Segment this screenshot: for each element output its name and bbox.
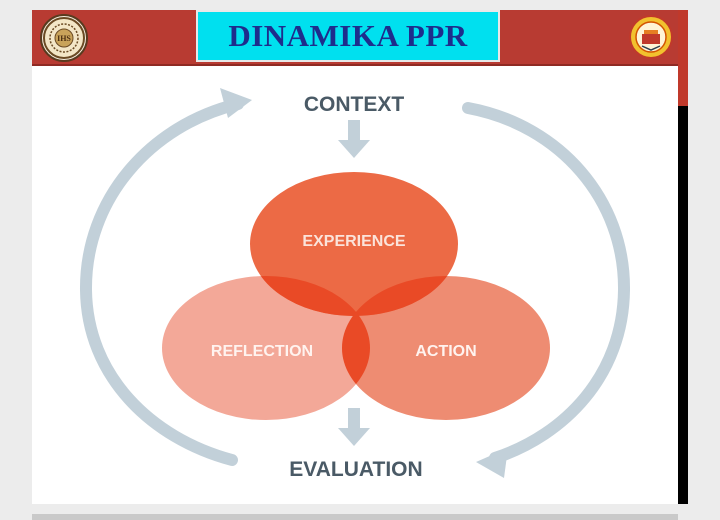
ihs-seal-logo-icon: IHS	[40, 14, 88, 62]
page-title: DINAMIKA PPR	[228, 18, 468, 53]
right-cycle-arrowhead	[476, 448, 508, 478]
context-label: CONTEXT	[304, 93, 405, 116]
school-emblem-logo-icon	[628, 14, 674, 60]
right-edge-shadow	[678, 106, 688, 504]
reflection-label: REFLECTION	[211, 343, 313, 360]
experience-circle	[250, 172, 458, 316]
evaluation-down-arrow-head	[338, 428, 370, 446]
context-down-arrow-shaft	[348, 120, 360, 142]
right-edge-strip	[678, 10, 688, 106]
action-label: ACTION	[415, 343, 476, 360]
ihs-logo-text: IHS	[57, 34, 71, 43]
left-cycle-arrow	[79, 98, 244, 466]
left-cycle-arrowhead	[220, 88, 252, 118]
right-cycle-arrow	[462, 102, 631, 464]
experience-label: EXPERIENCE	[302, 233, 405, 250]
evaluation-label: EVALUATION	[289, 458, 422, 481]
action-circle	[342, 276, 550, 420]
reflection-circle	[162, 276, 370, 420]
evaluation-down-arrow-shaft	[348, 408, 360, 430]
context-down-arrow-head	[338, 140, 370, 158]
bottom-edge-strip	[32, 514, 678, 520]
title-box: DINAMIKA PPR	[196, 10, 500, 62]
